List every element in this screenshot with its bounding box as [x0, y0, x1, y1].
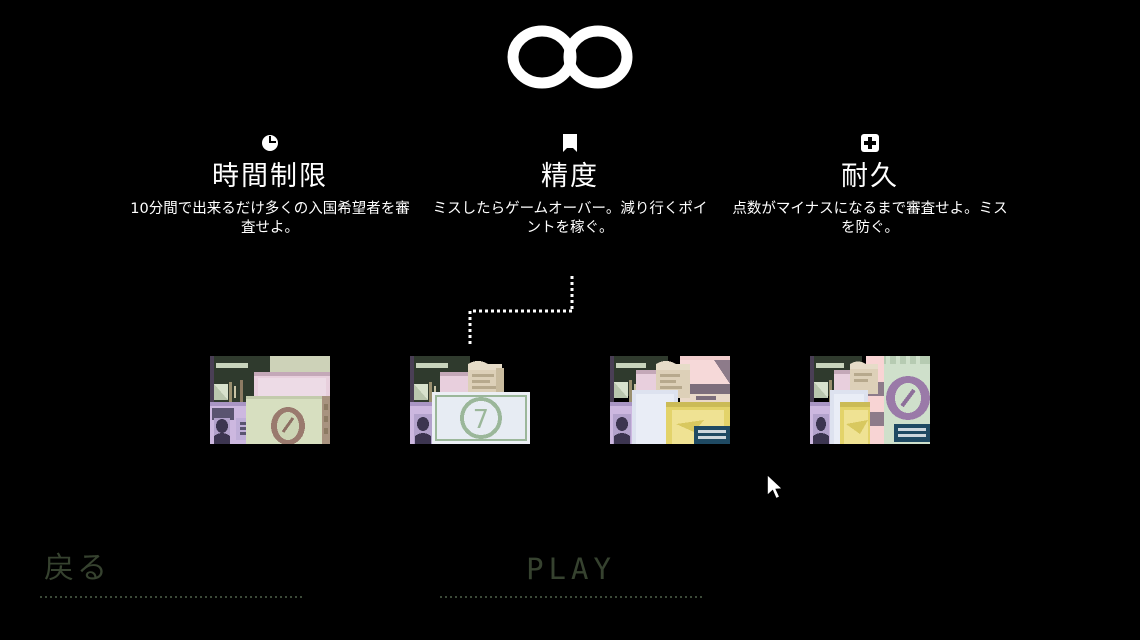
- mode-description: ミスしたらゲームオーバー。減り行くポイントを稼ぐ。: [432, 201, 708, 236]
- thumbnail-booth-passport[interactable]: [610, 356, 730, 444]
- mode-title: 精度: [541, 161, 599, 192]
- mode-description: 10分間で出来るだけ多くの入国希望者を審査せよ。: [130, 201, 410, 236]
- arrow-cursor: [766, 472, 788, 503]
- mode-title: 時間制限: [212, 161, 328, 192]
- mode-column-time-limit[interactable]: 時間制限 10分間で出来るだけ多くの入国希望者を審査せよ。: [120, 132, 420, 238]
- play-button-label: PLAY: [526, 552, 616, 586]
- mode-description: 点数がマイナスになるまで審査せよ。ミスを防ぐ。: [732, 201, 1008, 236]
- mode-column-endurance[interactable]: 耐久 点数がマイナスになるまで審査せよ。ミスを防ぐ。: [720, 132, 1020, 238]
- mode-title: 耐久: [841, 161, 899, 192]
- thumbnail-booth-seven[interactable]: 7: [410, 356, 530, 444]
- thumbnail-booth-seal[interactable]: [810, 356, 930, 444]
- mode-column-accuracy[interactable]: 精度 ミスしたらゲームオーバー。減り行くポイントを稼ぐ。: [420, 132, 720, 238]
- back-button-underline: [40, 596, 302, 598]
- infinity-icon: [504, 22, 636, 92]
- medical-cross-icon: [720, 132, 1020, 154]
- play-button[interactable]: PLAY: [440, 552, 702, 598]
- back-button-label: 戻る: [44, 551, 110, 586]
- selection-connector: [455, 270, 595, 350]
- back-button[interactable]: 戻る: [40, 552, 302, 598]
- thumbnail-badge: 7: [473, 405, 489, 435]
- thumbnail-booth-stamp[interactable]: [210, 356, 330, 444]
- clock-icon: [120, 132, 420, 154]
- bookmark-icon: [420, 132, 720, 154]
- play-button-underline: [440, 596, 702, 598]
